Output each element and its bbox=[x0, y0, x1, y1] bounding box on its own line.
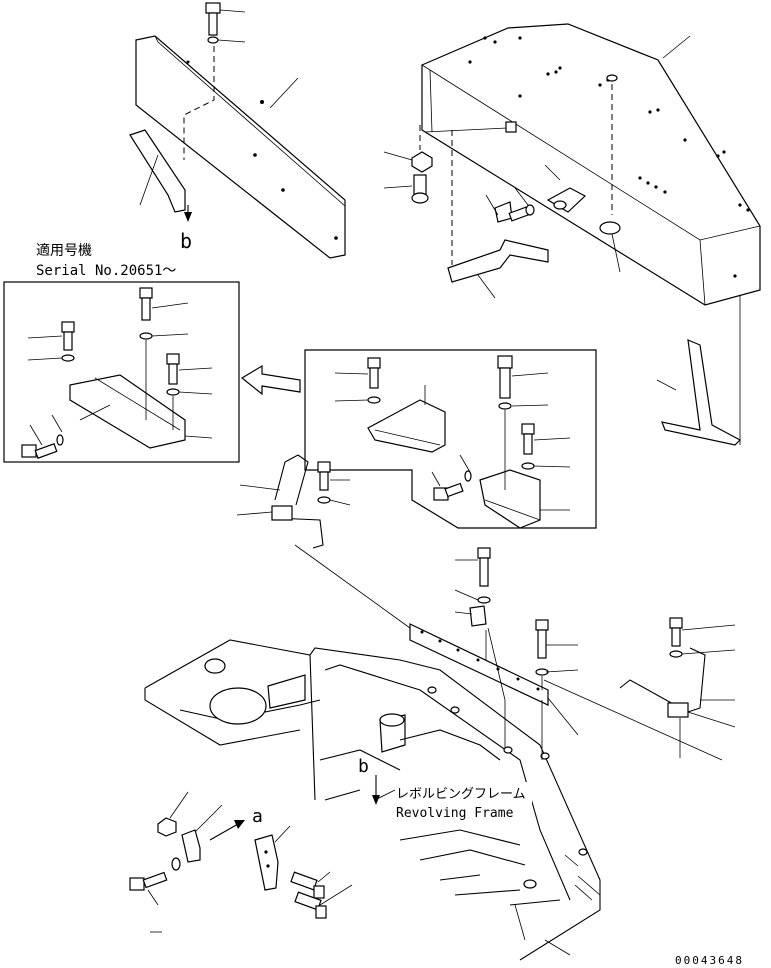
seal-strip-top-right bbox=[447, 239, 549, 299]
seal-strip-right bbox=[656, 296, 741, 446]
serial-note-ja: 適用号機 bbox=[36, 242, 92, 259]
bolt-set-top-right bbox=[383, 125, 535, 265]
frame-label: レボルビングフレーム Revolving Frame bbox=[374, 782, 532, 824]
inset-box-left bbox=[3, 281, 240, 463]
ref-a-arrow: a bbox=[209, 806, 263, 841]
frame-name-en: Revolving Frame bbox=[396, 806, 514, 821]
ref-a-label: a bbox=[252, 806, 263, 827]
bolt-center-column bbox=[454, 547, 579, 690]
bolt-handle-left bbox=[317, 461, 351, 506]
frame-name-ja: レボルビングフレーム bbox=[396, 787, 526, 802]
revolving-frame bbox=[144, 639, 601, 961]
cap-plug bbox=[599, 221, 621, 273]
bolt-lower-left bbox=[129, 857, 181, 906]
mounting-plate bbox=[294, 544, 579, 736]
latch-lower-left bbox=[254, 825, 291, 891]
nut-lower-left bbox=[157, 791, 189, 837]
inset-box-center bbox=[304, 349, 597, 529]
bolts-lower-center bbox=[290, 871, 353, 919]
handle-bar-right bbox=[619, 647, 736, 758]
arrow-icon bbox=[240, 364, 301, 396]
counterweight-cover bbox=[421, 23, 761, 306]
bolt-top-left bbox=[205, 2, 246, 44]
handle-bar-left bbox=[236, 454, 324, 549]
side-cover-left bbox=[135, 35, 346, 259]
drawing-number: 00043648 bbox=[675, 954, 744, 967]
seal-strip-left bbox=[129, 129, 186, 213]
bolt-handle-right bbox=[669, 617, 736, 658]
ref-b-frame-label: b bbox=[358, 756, 369, 777]
ref-b-top-label: b bbox=[180, 229, 192, 253]
bracket-top-right bbox=[544, 164, 587, 213]
serial-note-en: Serial No.20651～ bbox=[36, 263, 176, 279]
bracket-lower-left bbox=[181, 804, 223, 863]
